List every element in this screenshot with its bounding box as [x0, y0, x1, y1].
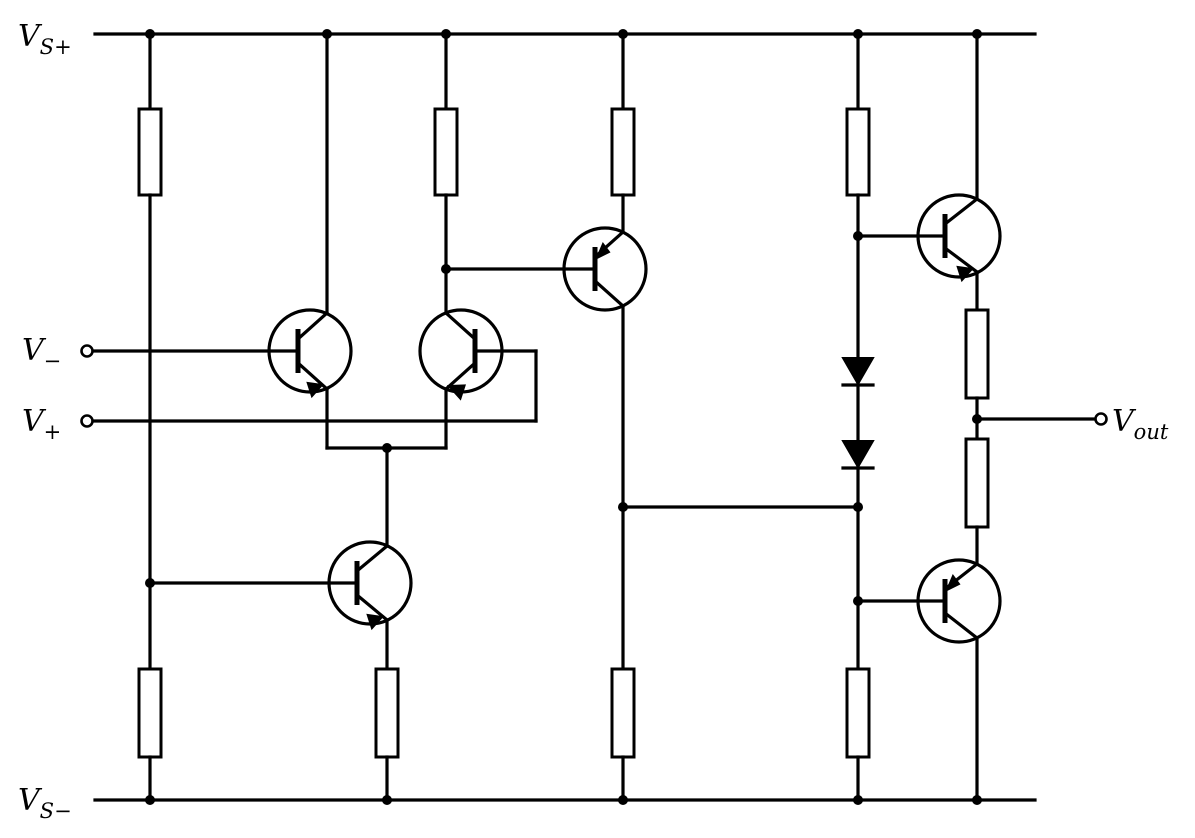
resistor-r2 — [137, 667, 163, 759]
resistor-r9 — [964, 308, 990, 400]
resistor-r3 — [433, 107, 459, 197]
input-v-plus[interactable] — [80, 349, 538, 428]
resistor-r10 — [964, 437, 990, 529]
transistor-q3 — [327, 540, 413, 802]
resistor-r5 — [610, 107, 636, 197]
v-plus-terminal[interactable] — [80, 414, 94, 428]
junction-dots — [145, 29, 982, 805]
transistor-q5 — [916, 32, 1002, 441]
vs-minus-label: VS− — [18, 783, 72, 823]
bias-diode-string — [841, 32, 947, 802]
bias-divider — [137, 32, 359, 802]
transistor-q1 — [267, 32, 353, 450]
v-minus-label: V− — [22, 333, 61, 373]
resistor-r4 — [374, 667, 400, 759]
transistor-q4 — [444, 32, 860, 802]
v-plus-label: V+ — [22, 404, 61, 444]
transistor-q2 — [418, 32, 504, 450]
input-v-minus[interactable] — [80, 344, 300, 358]
resistor-r8 — [845, 667, 871, 759]
v-out-terminal[interactable] — [1094, 412, 1108, 426]
resistor-r6 — [610, 667, 636, 759]
vs-plus-label: VS+ — [18, 19, 72, 59]
v-out-label: Vout — [1112, 404, 1169, 444]
output-v-out[interactable] — [975, 412, 1108, 426]
resistor-r1 — [137, 107, 163, 197]
resistor-r7 — [845, 107, 871, 197]
diode-d2 — [841, 440, 875, 470]
diode-d1 — [841, 357, 875, 387]
transistor-q6 — [916, 437, 1002, 802]
v-minus-terminal[interactable] — [80, 344, 94, 358]
